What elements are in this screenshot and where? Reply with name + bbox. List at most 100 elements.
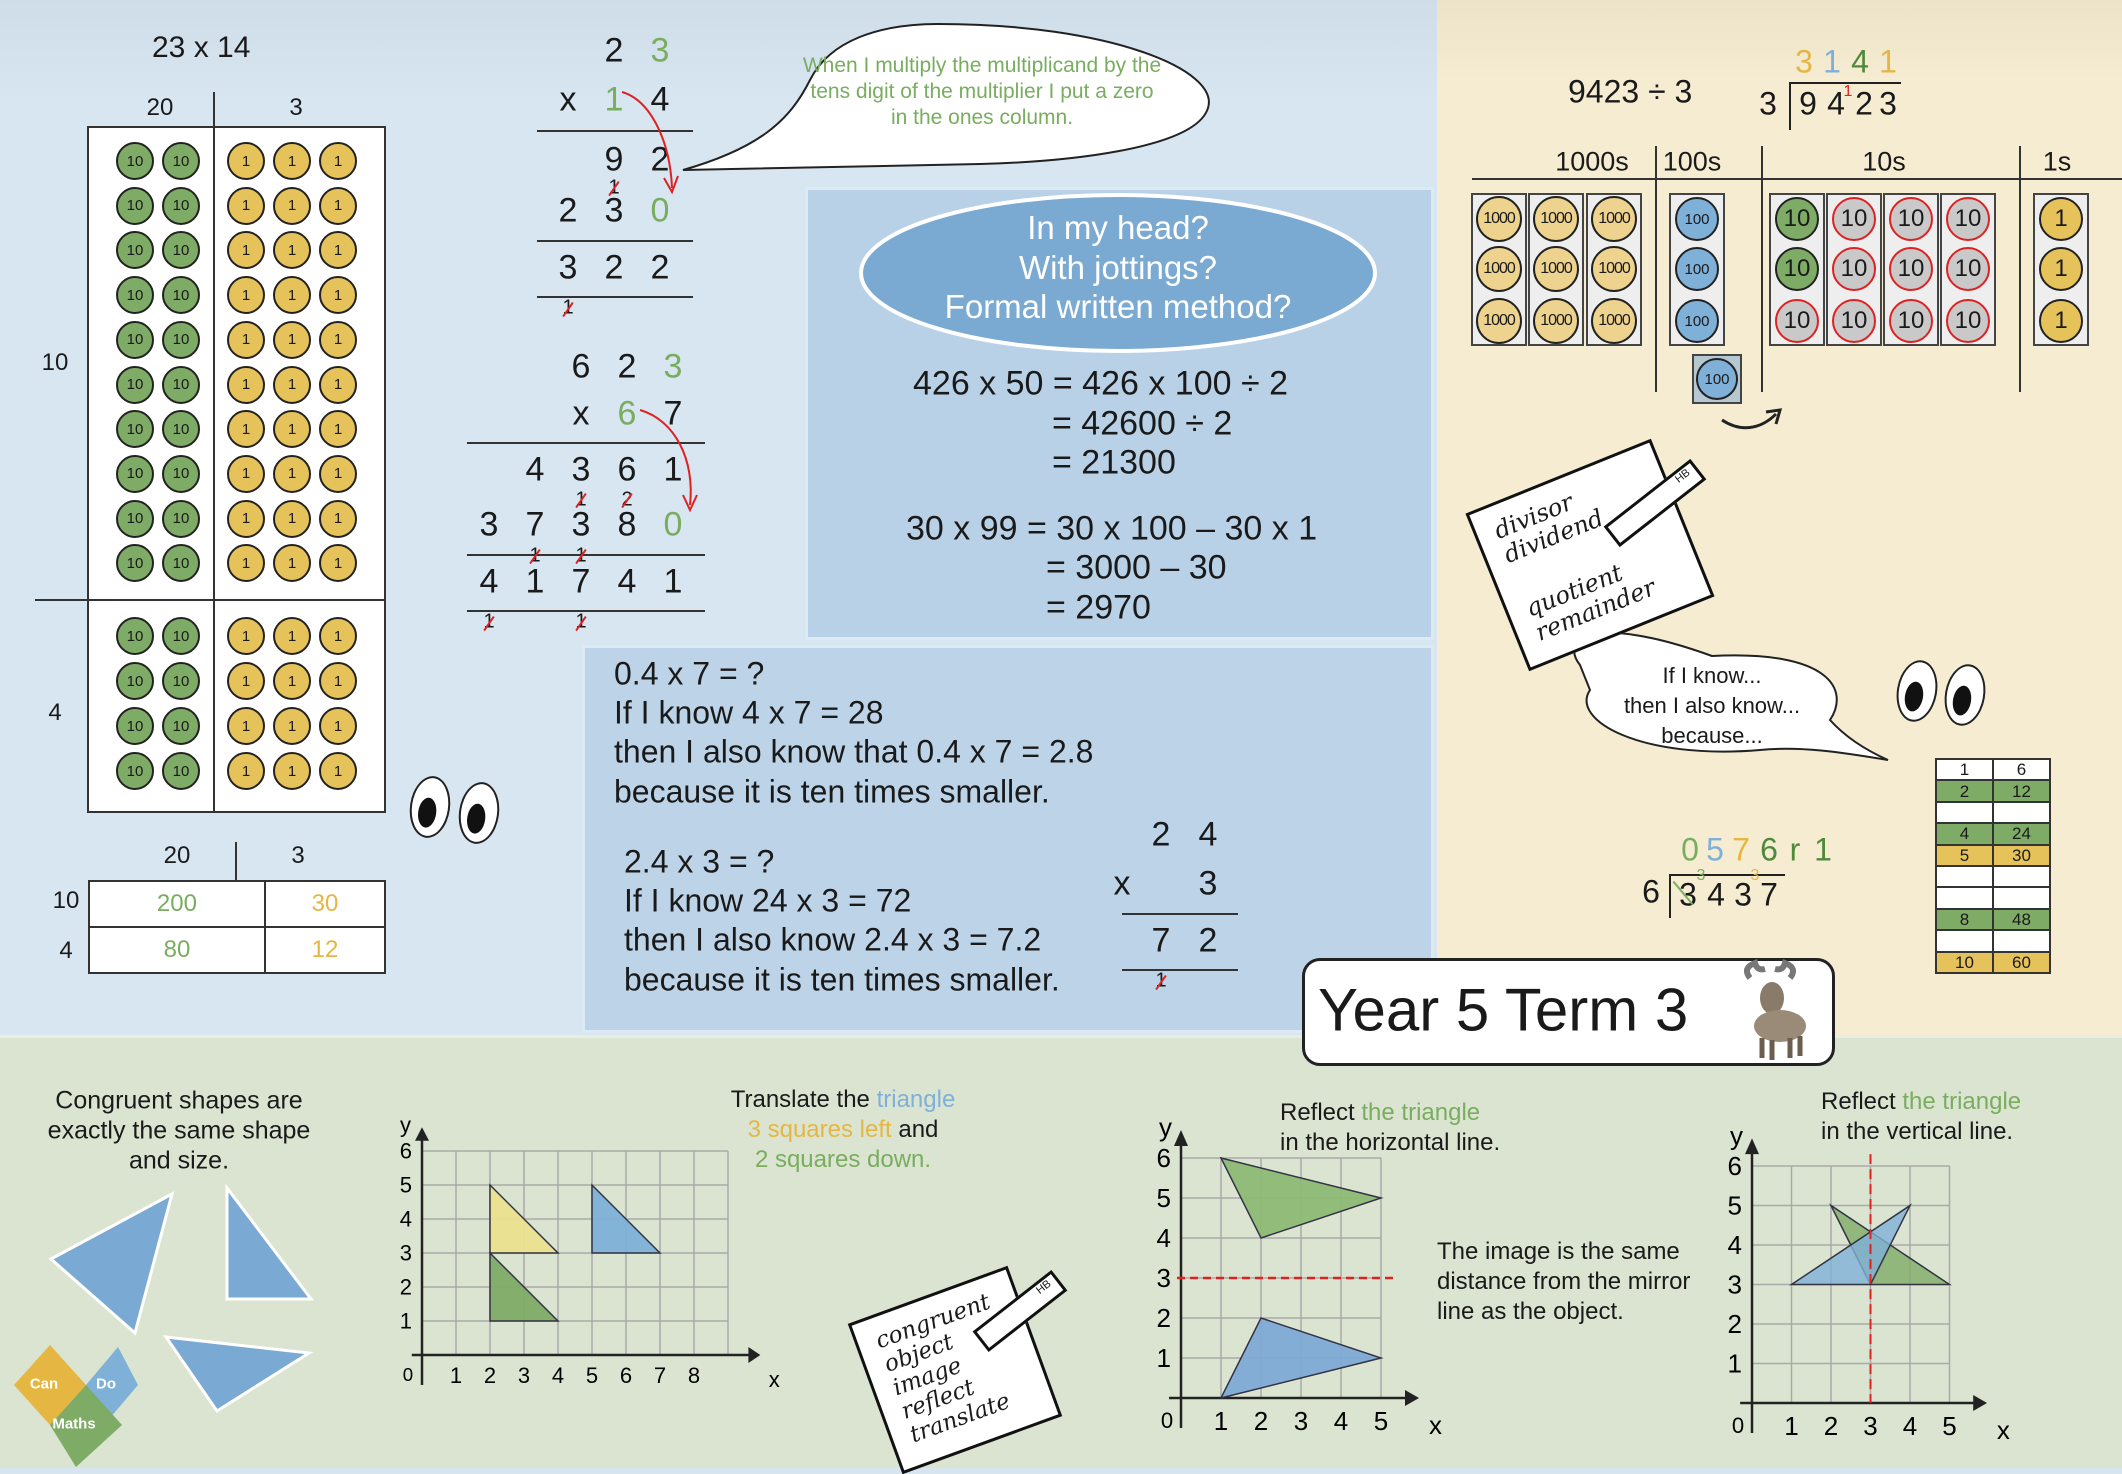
tens-counter: 10 <box>116 276 154 315</box>
pv-header: 100s <box>1662 146 1722 177</box>
digit: 3 <box>663 347 683 386</box>
hundreds-counter: 100 <box>1675 247 1719 291</box>
ones-counter: 1 <box>227 617 265 655</box>
mirror-text: The image is the same <box>1437 1238 1680 1265</box>
text-span: Reflect <box>1280 1099 1362 1126</box>
table-row <box>1935 800 2051 825</box>
table-row <box>1935 864 2051 889</box>
mirror-text: distance from the mirror <box>1437 1268 1691 1295</box>
exchanged-tens-counter: 10 <box>1775 299 1819 343</box>
page-title: Year 5 Term 3 <box>1318 976 1689 1044</box>
ones-counter: 1 <box>273 544 311 583</box>
rule-line <box>1122 969 1238 971</box>
ones-counter: 1 <box>319 186 357 225</box>
table-cell <box>1935 929 1994 953</box>
digit: 3 <box>604 191 624 230</box>
text-span: Translate the <box>730 1086 877 1113</box>
ones-counter: 1 <box>273 454 311 493</box>
text-span: and <box>891 1116 939 1143</box>
ones-counter: 1 <box>319 544 357 583</box>
grid-col-header: 20 <box>163 842 191 869</box>
grid-cell: 30 <box>263 880 387 928</box>
digit: 3 <box>1198 864 1218 903</box>
digit: 6 <box>617 450 637 489</box>
oval-line: In my head? <box>1027 209 1209 246</box>
table-cell: 6 <box>1992 757 2051 782</box>
digit: 4 <box>617 562 637 601</box>
digit: 3 <box>479 505 499 544</box>
digit: 1 <box>663 562 683 601</box>
tens-counter: 10 <box>162 544 200 583</box>
remainder-label: r <box>1789 831 1801 868</box>
quotient-digit: 1 <box>1879 43 1897 80</box>
speech-tens-text: When I multiply the multiplicand by the … <box>802 54 1162 129</box>
pv-divider <box>2019 146 2021 392</box>
methods-oval <box>859 193 1377 353</box>
ones-counter: 1 <box>273 231 311 270</box>
hundreds-counter: 100 <box>1675 197 1719 241</box>
dividend-digit: 3 <box>1734 876 1752 913</box>
text-span: 3 squares left <box>747 1116 892 1143</box>
ones-counter: 1 <box>273 365 311 404</box>
area-col-header: 20 <box>146 94 174 121</box>
exchanged-tens-counter: 10 <box>1889 299 1933 343</box>
equation-line: = 42600 ÷ 2 <box>1052 404 1233 443</box>
digit: 2 <box>558 191 578 230</box>
tens-counter: 10 <box>162 186 200 225</box>
tens-counter: 10 <box>116 410 154 449</box>
exchange-arrow-icon <box>1721 412 1778 430</box>
table-cell <box>1992 929 2051 953</box>
table-cell: 5 <box>1935 843 1994 867</box>
ones-counter: 1 <box>319 454 357 493</box>
tens-counter: 10 <box>162 410 200 449</box>
ones-counter: 1 <box>227 320 265 359</box>
ones-counter: 1 <box>227 662 265 700</box>
exchanged-tens-counter: 10 <box>1889 197 1933 241</box>
tens-counter: 10 <box>162 707 200 745</box>
reflect-h-text: Reflect the triangle <box>1280 1099 1480 1127</box>
dividend-digit: 3 <box>1679 876 1697 913</box>
area-row-label: 4 <box>48 699 62 726</box>
text-span: the triangle <box>1902 1088 2022 1115</box>
ones-counter: 1 <box>227 707 265 745</box>
table-row <box>1935 929 2051 953</box>
reasoning-line: 2.4 x 3 = ? <box>624 843 775 880</box>
thousands-counter: 1000 <box>1533 246 1579 292</box>
translate-text: 2 squares down. <box>754 1146 932 1173</box>
ones-counter: 1 <box>319 231 357 270</box>
digit: 7 <box>571 562 591 601</box>
carry-digit: 1 <box>575 544 587 566</box>
digit: 7 <box>663 394 683 433</box>
exchanged-tens-counter: 10 <box>1832 247 1876 291</box>
digit: 1 <box>604 80 624 119</box>
reasoning-line: then I also know that 0.4 x 7 = 2.8 <box>614 733 1094 770</box>
bus-stop-bracket <box>1789 82 1901 130</box>
arrow-icon <box>621 91 673 189</box>
table-cell <box>1935 886 1994 910</box>
text-span: triangle <box>876 1086 956 1113</box>
ones-counter: 1 <box>273 617 311 655</box>
digit: x <box>1113 864 1131 903</box>
pv-divider <box>1655 146 1657 392</box>
ones-counter: 1 <box>227 186 265 225</box>
reasoning-line: because it is ten times smaller. <box>614 773 1050 810</box>
digit: 6 <box>571 347 591 386</box>
ones-counter: 1 <box>273 276 311 315</box>
digit: 3 <box>571 450 591 489</box>
tens-counter: 10 <box>116 186 154 225</box>
ones-counter: 1 <box>273 499 311 538</box>
thousands-counter: 1000 <box>1476 246 1522 292</box>
pv-header: 1000s <box>1555 146 1629 177</box>
tens-counter: 10 <box>162 320 200 359</box>
ones-counter: 1 <box>319 276 357 315</box>
rule-line <box>537 130 693 132</box>
logo-word: Do <box>96 1375 116 1393</box>
quotient-digit: 0 <box>1681 831 1699 868</box>
reasoning-line: If I know 4 x 7 = 28 <box>614 694 884 731</box>
digit: 3 <box>650 31 670 70</box>
pv-divider <box>1761 146 1763 392</box>
digit: 8 <box>617 505 637 544</box>
divisor: 6 <box>1642 873 1660 910</box>
